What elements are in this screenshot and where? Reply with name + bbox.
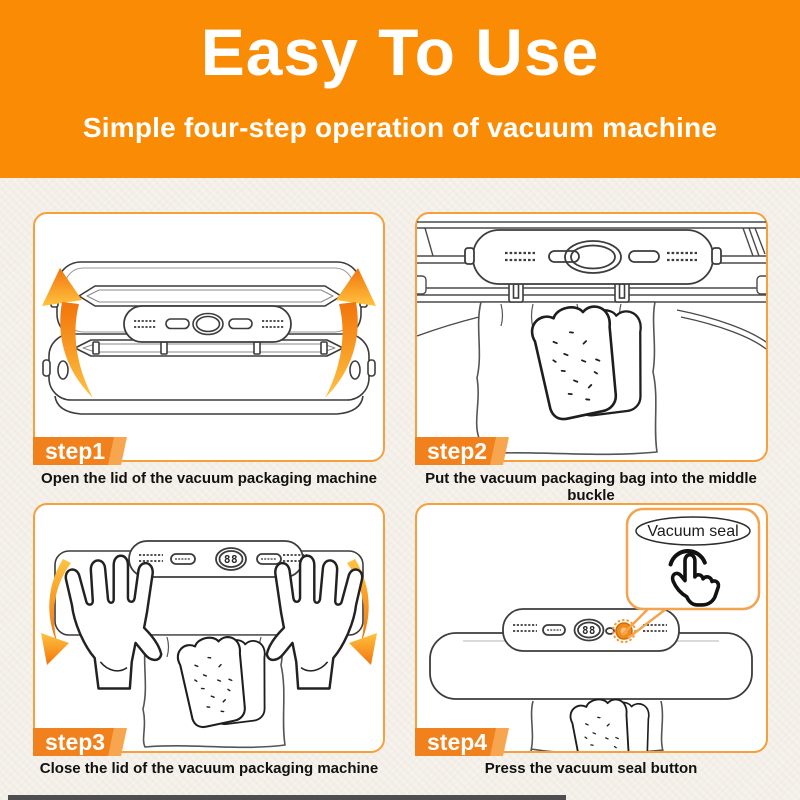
header-banner: Easy To Use Simple four-step operation o…	[0, 0, 800, 178]
page-subtitle: Simple four-step operation of vacuum mac…	[82, 112, 718, 143]
digital-display: 88	[215, 547, 247, 571]
step4-caption: Press the vacuum seal button	[484, 760, 698, 777]
control-panel-bar	[464, 229, 722, 285]
vacuum-seal-callout: Vacuum seal	[625, 507, 761, 611]
callout-pointer-lines	[621, 608, 667, 639]
bag-insert-illustration	[417, 221, 766, 456]
vacuum-bag	[530, 700, 664, 751]
svg-text:88: 88	[224, 553, 238, 566]
step4-panel: 88 Vacuum seal step4	[415, 503, 768, 756]
step3-panel: 88 step3	[33, 503, 385, 756]
step2-badge: step2	[415, 437, 498, 465]
step3-caption: Close the lid of the vacuum packaging ma…	[39, 760, 379, 777]
cropped-next-section-edge	[8, 795, 566, 800]
control-panel-bar	[123, 305, 292, 343]
step1-panel: step1	[33, 212, 385, 465]
svg-text:88: 88	[582, 625, 596, 637]
step4-badge: step4	[415, 728, 498, 756]
step2-panel: step2	[415, 212, 768, 465]
control-panel-bar: 88	[502, 608, 680, 652]
step2-caption: Put the vacuum packaging bag into the mi…	[425, 470, 757, 504]
open-lid-illustration	[42, 261, 376, 415]
close-lid-illustration: 88	[41, 540, 377, 749]
digital-display: 88	[573, 618, 605, 642]
tap-hand-icon	[668, 549, 721, 607]
open-machine-line-art	[42, 261, 376, 415]
step1-badge: step1	[33, 437, 116, 465]
control-panel-bar: 88	[128, 540, 308, 578]
step3-badge: step3	[33, 728, 116, 756]
page-title: Easy To Use	[200, 15, 600, 89]
callout-label: Vacuum seal	[647, 523, 738, 540]
step1-caption: Open the lid of the vacuum packaging mac…	[41, 470, 377, 487]
press-button-illustration: 88 Vacuum seal	[429, 507, 761, 751]
vacuum-seal-button[interactable]	[612, 619, 636, 643]
